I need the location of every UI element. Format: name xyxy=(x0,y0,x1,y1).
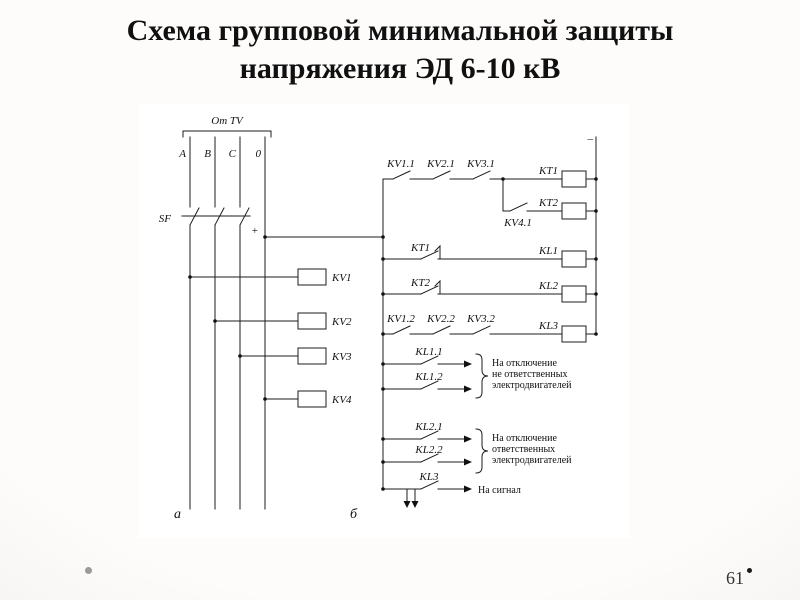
label-kv3-2-contact: KV3.2 xyxy=(466,313,495,325)
label-kt1-contact: KT1 xyxy=(410,242,430,254)
kl2-coil-row: KT2 KL2 xyxy=(382,277,597,303)
kl1-coil-row: KT1 KL1 xyxy=(382,242,597,268)
note1-line1: На отключение xyxy=(492,358,558,369)
label-kt2-coil: KT2 xyxy=(538,197,558,209)
signal-row: KL3 На сигнал xyxy=(382,471,521,508)
label-kv3-coil: KV3 xyxy=(331,351,352,363)
label-section-b: б xyxy=(350,507,358,522)
note1-line3: электродвигателей xyxy=(492,380,572,391)
label-kl3-contact: KL3 xyxy=(419,471,439,483)
junction-dots xyxy=(188,177,598,491)
label-phase-c: C xyxy=(229,148,237,160)
label-sf: SF xyxy=(159,213,172,225)
note2-line1: На отключение xyxy=(492,433,558,444)
sf-switch: SF xyxy=(159,207,251,226)
label-phase-b: B xyxy=(204,148,211,160)
label-kl3-coil: KL3 xyxy=(538,320,558,332)
tv-bracket: От TV xyxy=(182,115,272,138)
label-kl2-1-contact: KL2.1 xyxy=(414,421,442,433)
output-group-2: KL2.1 KL2.2 На отключение ответственных … xyxy=(382,421,572,474)
label-kv3-1-contact: KV3.1 xyxy=(466,158,495,170)
label-kl2-2-contact: KL2.2 xyxy=(414,444,443,456)
label-kv1-2-contact: KV1.2 xyxy=(386,313,415,325)
schematic-diagram: От TV A B C 0 SF + xyxy=(138,104,630,538)
label-kl1-1-contact: KL1.1 xyxy=(414,346,442,358)
plus-feed: + xyxy=(252,225,384,238)
top-contact-row: KV1.1 KV2.1 KV3.1 KT1 xyxy=(382,158,597,188)
decorative-bullet-left xyxy=(85,567,92,574)
decorative-bullet-right xyxy=(747,568,752,573)
note3-signal: На сигнал xyxy=(478,485,521,496)
label-source-tv: От TV xyxy=(211,115,244,127)
label-kv2-2-contact: KV2.2 xyxy=(426,313,455,325)
label-minus: – xyxy=(587,133,594,145)
kl3-coil-row: KV1.2 KV2.2 KV3.2 KL3 xyxy=(382,313,597,343)
label-kl1-coil: KL1 xyxy=(538,245,558,257)
section-labels: а б xyxy=(174,507,358,522)
label-kt1-coil: KT1 xyxy=(538,165,558,177)
schematic-svg: От TV A B C 0 SF + xyxy=(159,115,598,522)
output-group-1: KL1.1 KL1.2 На отключение не ответственн… xyxy=(382,346,572,399)
kt2-branch-row: KV4.1 KT2 xyxy=(502,178,597,229)
label-kt2-contact: KT2 xyxy=(410,277,430,289)
page-number: 61 xyxy=(726,568,744,588)
label-kv4-coil: KV4 xyxy=(331,394,352,406)
label-plus: + xyxy=(252,225,258,237)
note1-line2: не ответственных xyxy=(492,369,567,380)
title-line-2: напряжения ЭД 6-10 кВ xyxy=(239,51,561,85)
kl2-coil-symbol xyxy=(561,285,587,303)
phase-lines: A B C 0 xyxy=(178,136,266,510)
note2-line3: электродвигателей xyxy=(492,455,572,466)
label-kv1-coil: KV1 xyxy=(331,272,352,284)
title-line-1: Схема групповой минимальной защиты xyxy=(126,14,674,47)
kt2-coil-symbol xyxy=(561,202,587,220)
label-kl2-coil: KL2 xyxy=(538,280,558,292)
brace-group-1 xyxy=(475,353,489,399)
label-kl1-2-contact: KL1.2 xyxy=(414,371,443,383)
label-phase-a: A xyxy=(178,148,186,160)
kv2-coil-symbol xyxy=(297,312,327,330)
slide-title: Схема групповой минимальной защиты напря… xyxy=(0,12,800,87)
label-phase-0: 0 xyxy=(256,148,262,160)
kt1-coil-symbol xyxy=(561,170,587,188)
label-kv2-coil: KV2 xyxy=(331,316,352,328)
label-kv1-1-contact: KV1.1 xyxy=(386,158,415,170)
kv3-coil-symbol xyxy=(297,347,327,365)
kv-coil-group: KV1 KV2 KV3 KV4 xyxy=(189,268,352,408)
label-section-a: а xyxy=(174,507,181,522)
brace-group-2 xyxy=(475,428,489,474)
kv1-coil-symbol xyxy=(297,268,327,286)
label-kv2-1-contact: KV2.1 xyxy=(426,158,455,170)
note2-line2: ответственных xyxy=(492,444,555,455)
kl3-coil-symbol xyxy=(561,325,587,343)
kl1-coil-symbol xyxy=(561,250,587,268)
label-kv4-1-contact: KV4.1 xyxy=(503,217,532,229)
kv4-coil-symbol xyxy=(297,390,327,408)
